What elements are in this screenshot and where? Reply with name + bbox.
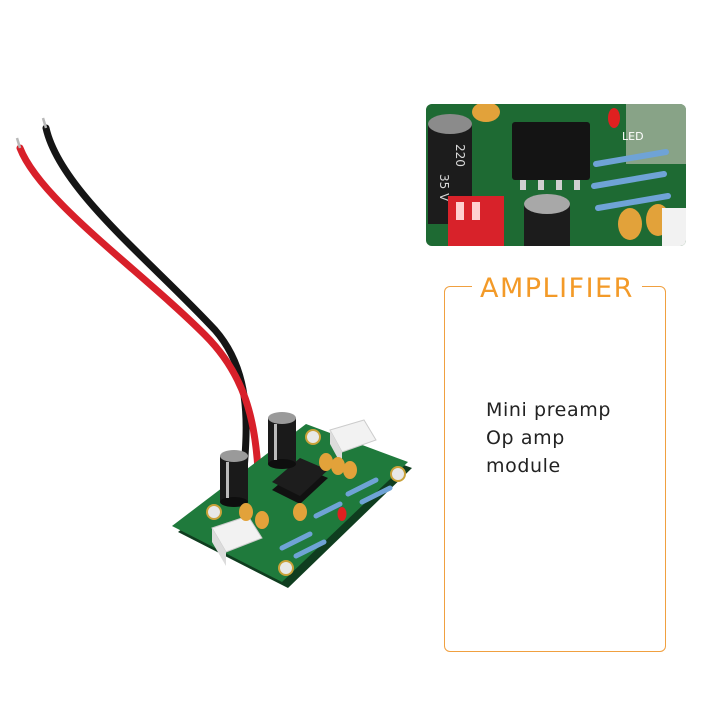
resistors (279, 477, 393, 559)
inset-closeup-photo: 35 V 220 LED (426, 104, 686, 246)
op-amp-chip (272, 458, 328, 504)
description-line-2: Op amp (486, 427, 565, 449)
connector-output (329, 419, 377, 466)
product-photo (15, 117, 412, 588)
connector-input (211, 515, 263, 566)
product-title: AMPLIFIER (472, 272, 642, 306)
inset-led-label: LED (622, 130, 644, 143)
ceramic-capacitors (239, 453, 357, 529)
led-indicator (337, 507, 347, 521)
capacitor-left (220, 450, 248, 507)
inset-capacitor-voltage: 35 V (437, 174, 451, 202)
power-wires (15, 117, 262, 474)
product-description: Mini preamp Op amp module (486, 396, 611, 480)
inset-capacitor-value: 220 (453, 144, 467, 167)
description-line-1: Mini preamp (486, 399, 611, 421)
description-line-3: module (486, 455, 561, 477)
capacitor-right (268, 412, 296, 469)
